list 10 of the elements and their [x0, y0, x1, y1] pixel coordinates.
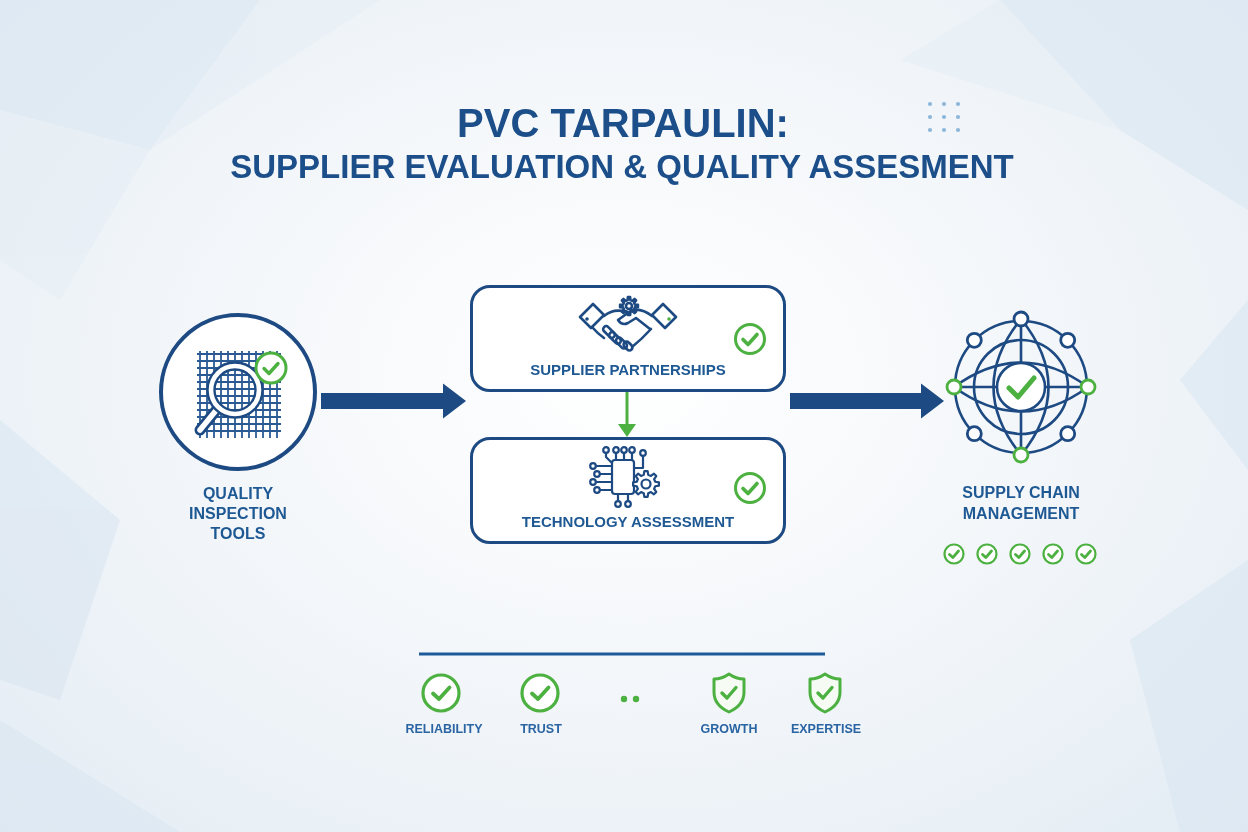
value-label: EXPERTISE	[790, 722, 862, 737]
step-title: QUALITY INSPECTION TOOLS	[188, 484, 288, 544]
value-label: TRUST	[520, 722, 562, 737]
step-title: SUPPLY CHAIN MANAGEMENT	[961, 483, 1081, 524]
subtitle: SUPPLIER EVALUATION & QUALITY ASSESMENT	[230, 148, 1014, 186]
step-title: TECHNOLOGY ASSESSMENT	[521, 513, 735, 531]
title: PVC TARPAULIN:	[457, 101, 789, 145]
value-label: GROWTH	[700, 722, 758, 737]
value-label: RELIABILITY	[405, 722, 483, 737]
step-title: SUPPLIER PARTNERSHIPS	[530, 361, 726, 379]
